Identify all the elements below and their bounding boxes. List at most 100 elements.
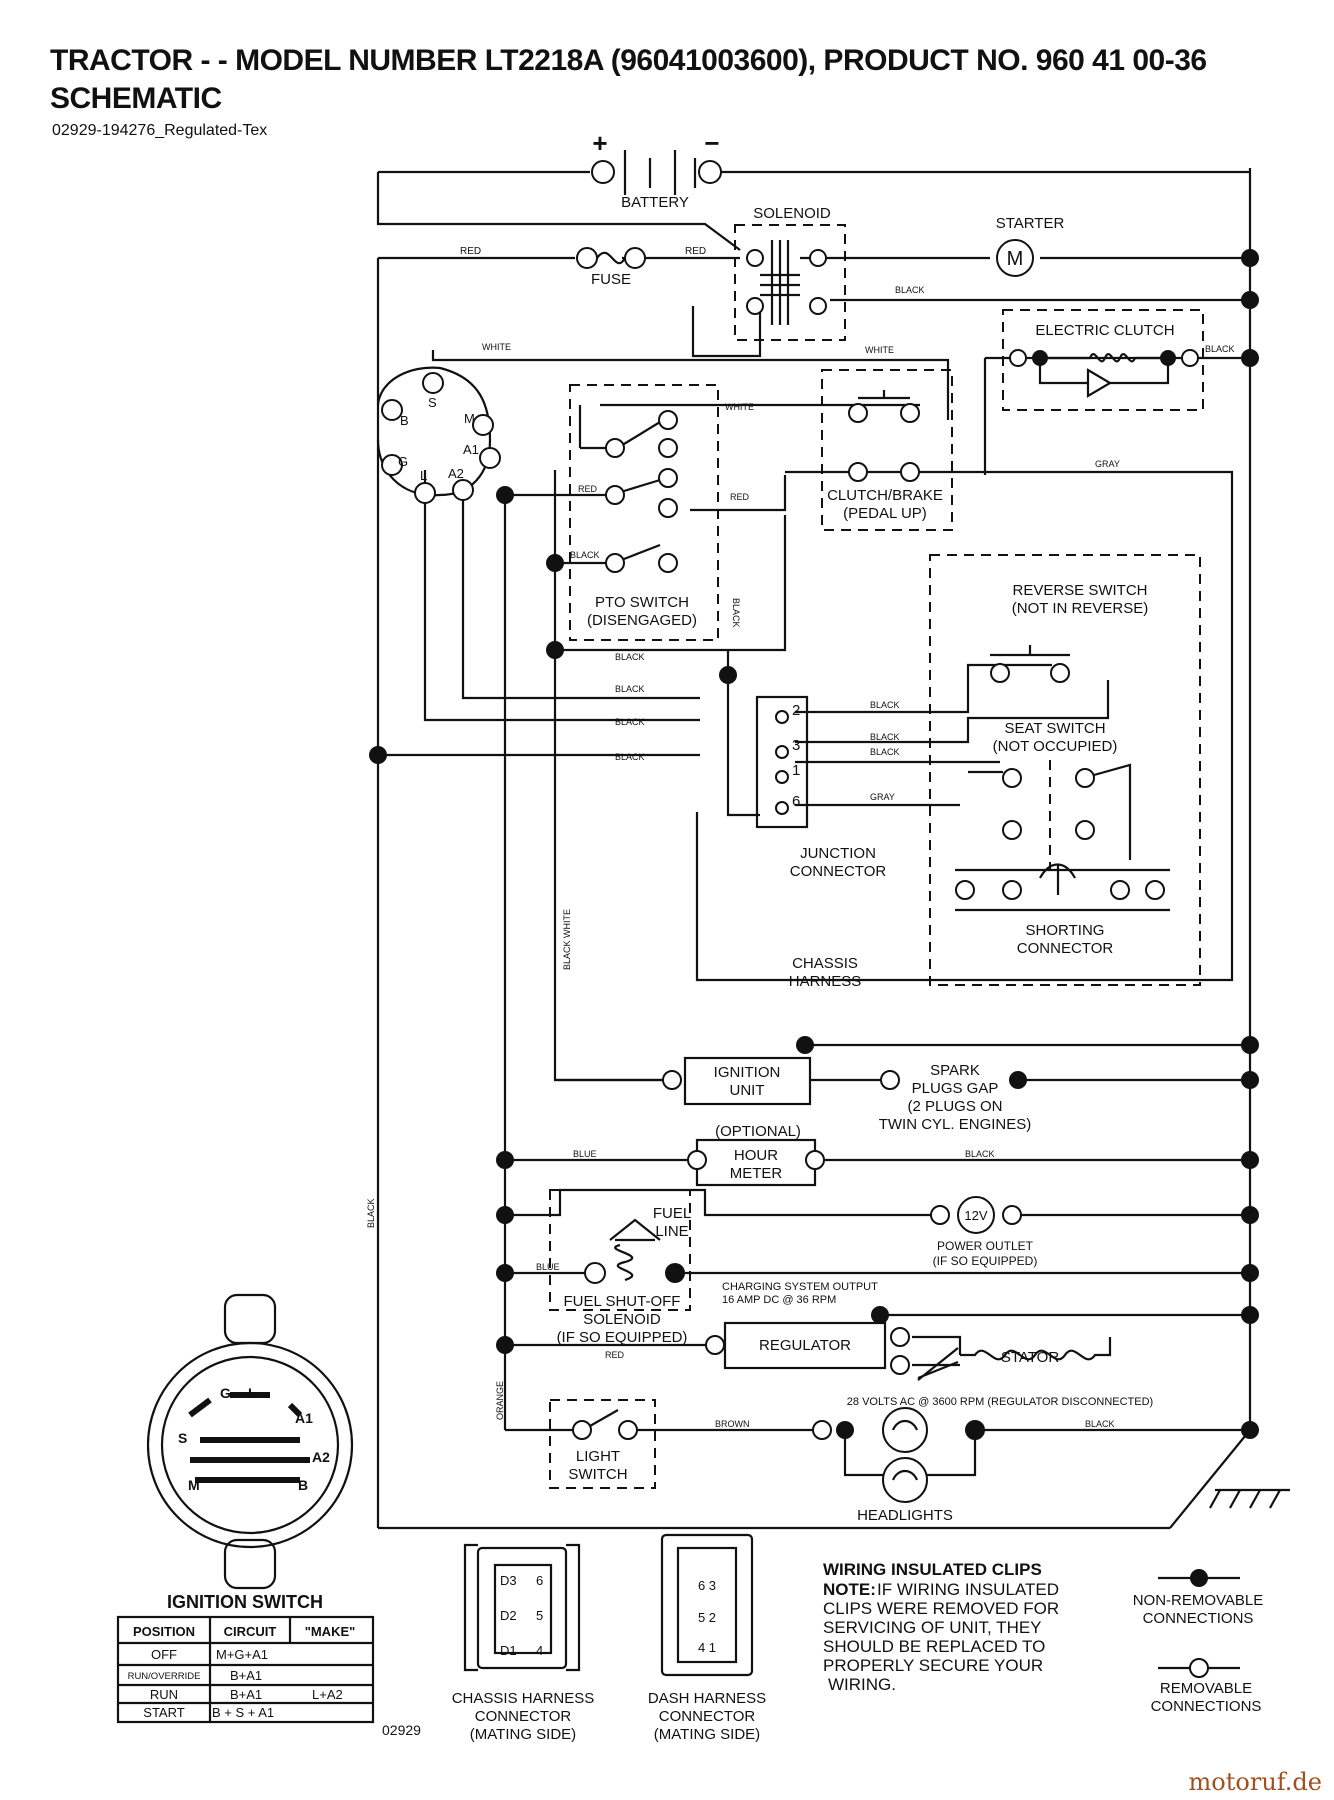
reverse-switch-sublabel: (NOT IN REVERSE)	[1012, 600, 1148, 617]
wire-label-red-1: RED	[460, 246, 481, 257]
spark-plugs-line3: (2 PLUGS ON	[907, 1098, 1002, 1115]
starter-symbol: M	[1007, 248, 1024, 270]
clips-title: WIRING INSULATED CLIPS	[823, 1560, 1042, 1579]
battery-minus-sign: −	[704, 128, 719, 158]
stator-ac-label: 28 VOLTS AC @ 3600 RPM (REGULATOR DISCON…	[847, 1396, 1153, 1408]
starter-label: STARTER	[996, 215, 1065, 232]
chassis-pin-d2: D2	[500, 1608, 517, 1623]
chassis-pin-4: 4	[536, 1643, 543, 1658]
ign-face-l: L	[248, 1385, 257, 1401]
battery-label: BATTERY	[621, 194, 689, 211]
stator-label: STATOR	[1001, 1349, 1060, 1366]
regulator-label: REGULATOR	[759, 1337, 851, 1354]
hour-meter-sublabel: METER	[730, 1165, 783, 1182]
legend-removable-sub: CONNECTIONS	[1151, 1698, 1262, 1715]
electric-clutch: ELECTRIC CLUTCH	[1009, 322, 1199, 398]
table-header-make: "MAKE"	[305, 1624, 356, 1639]
chassis-pin-6: 6	[536, 1573, 543, 1588]
page-title: TRACTOR - - MODEL NUMBER LT2218A (960410…	[50, 44, 1207, 77]
junction-pin-1: 1	[792, 762, 800, 779]
figure-id: 02929	[382, 1722, 421, 1738]
wire-label-red-2: RED	[685, 246, 706, 257]
hour-meter-optional: (OPTIONAL)	[715, 1123, 801, 1140]
ign-face-a2: A2	[312, 1449, 330, 1465]
junction-pin-3: 3	[792, 737, 800, 754]
light-switch-label: LIGHT	[576, 1448, 620, 1465]
connection-legend: NON-REMOVABLE CONNECTIONS REMOVABLE CONN…	[1133, 1569, 1264, 1715]
clips-note-line1: IF WIRING INSULATED	[877, 1580, 1059, 1599]
wire-label-black-5: BLACK	[615, 652, 645, 662]
shorting-connector-sublabel: CONNECTOR	[1017, 940, 1114, 957]
chassis-connector-note: (MATING SIDE)	[470, 1726, 576, 1743]
clips-note-line4: SHOULD BE REPLACED TO	[823, 1637, 1045, 1656]
power-outlet-sublabel: (IF SO EQUIPPED)	[933, 1254, 1038, 1268]
table-row-override-circuit: B+A1	[230, 1668, 262, 1683]
wire-label-red-3: RED	[578, 484, 598, 494]
spark-plugs-line2: PLUGS GAP	[912, 1080, 999, 1097]
hour-meter-label: HOUR	[734, 1147, 778, 1164]
fuse: FUSE	[576, 247, 646, 288]
shorting-connector: SHORTING CONNECTOR	[955, 863, 1170, 957]
table-row-start-position: START	[143, 1705, 184, 1720]
fuel-line-label: FUEL	[653, 1205, 691, 1222]
wire-label-black-12: BLACK	[366, 1198, 376, 1228]
hour-meter: (OPTIONAL) HOUR METER	[695, 1123, 817, 1187]
clips-note-line2: CLIPS WERE REMOVED FOR	[823, 1599, 1059, 1618]
battery: + − BATTERY	[591, 128, 722, 211]
starter-motor: M STARTER	[996, 215, 1065, 277]
junction-pin-2: 2	[792, 702, 800, 719]
power-outlet-label: POWER OUTLET	[937, 1239, 1034, 1253]
wire-label-white-2: WHITE	[865, 345, 894, 355]
power-outlet-symbol: 12V	[964, 1208, 987, 1223]
clutch-brake-label: CLUTCH/BRAKE	[827, 487, 943, 504]
wire-label-gray-1: GRAY	[1095, 459, 1120, 469]
table-row-run-make: L+A2	[312, 1687, 343, 1702]
ignition-switch-table: POSITION CIRCUIT "MAKE" OFF M+G+A1 RUN/O…	[116, 1615, 421, 1738]
chassis-harness-connector: D3 D2 D1 6 5 4 CHASSIS HARNESS CONNECTOR…	[452, 1543, 594, 1743]
ign-terminal-s: S	[428, 395, 437, 410]
junction-connector-sublabel: CONNECTOR	[790, 863, 887, 880]
wire-label-black-7: BLACK	[615, 717, 645, 727]
wire-label-white-3: WHITE	[725, 402, 754, 412]
wire-label-black-13: BLACK	[965, 1149, 995, 1159]
junction-connector: 2 3 1 6 JUNCTION CONNECTOR CHASSIS HARNE…	[755, 695, 887, 990]
ign-terminal-g: G	[398, 454, 408, 469]
wire-label-gray-2: GRAY	[870, 792, 895, 802]
seat-switch-label: SEAT SWITCH	[1004, 720, 1105, 737]
fuse-label: FUSE	[591, 271, 631, 288]
junction-pin-6: 6	[792, 793, 800, 810]
legend-non-removable: NON-REMOVABLE	[1133, 1592, 1264, 1609]
wire-label-black-14: BLACK	[1085, 1419, 1115, 1429]
wire-labels: RED RED BLACK WHITE WHITE BLACK WHITE GR…	[366, 246, 1235, 1429]
solenoid-label: SOLENOID	[753, 205, 831, 222]
battery-plus-sign: +	[592, 128, 607, 158]
wire-label-black-8: BLACK	[615, 752, 645, 762]
dash-pins-row2: 5 2	[698, 1610, 716, 1625]
ignition-unit-sublabel: UNIT	[730, 1082, 765, 1099]
clips-note-line6: WIRING.	[828, 1675, 896, 1694]
wire-label-white-1: WHITE	[482, 342, 511, 352]
wire-label-black-1: BLACK	[895, 285, 925, 295]
power-outlet: 12V POWER OUTLET (IF SO EQUIPPED)	[930, 1196, 1038, 1268]
chassis-pin-5: 5	[536, 1608, 543, 1623]
watermark: motoruf.de	[1189, 1768, 1322, 1796]
stator: STATOR 28 VOLTS AC @ 3600 RPM (REGULATOR…	[847, 1337, 1153, 1408]
ign-terminal-m: M	[464, 411, 475, 426]
pto-switch-label: PTO SWITCH	[595, 594, 689, 611]
ign-face-a1: A1	[295, 1410, 313, 1426]
ignition-switch-title: IGNITION SWITCH	[167, 1592, 323, 1612]
ign-terminal-a2: A2	[448, 466, 464, 481]
dashed-enclosures	[549, 224, 1204, 1489]
wiring-clips-note: WIRING INSULATED CLIPS NOTE: IF WIRING I…	[823, 1560, 1059, 1694]
spark-plugs-line1: SPARK	[930, 1062, 980, 1079]
chassis-pin-d1: D1	[500, 1643, 517, 1658]
electric-clutch-label: ELECTRIC CLUTCH	[1035, 322, 1174, 339]
wire-label-black-3: BLACK	[570, 550, 600, 560]
wire-label-black-9: BLACK	[870, 700, 900, 710]
dash-connector-sublabel: CONNECTOR	[659, 1708, 756, 1725]
solenoid: SOLENOID	[746, 205, 831, 325]
ign-face-m: M	[188, 1477, 200, 1493]
light-switch: LIGHT SWITCH	[568, 1409, 638, 1483]
wire-label-brown: BROWN	[715, 1419, 750, 1429]
